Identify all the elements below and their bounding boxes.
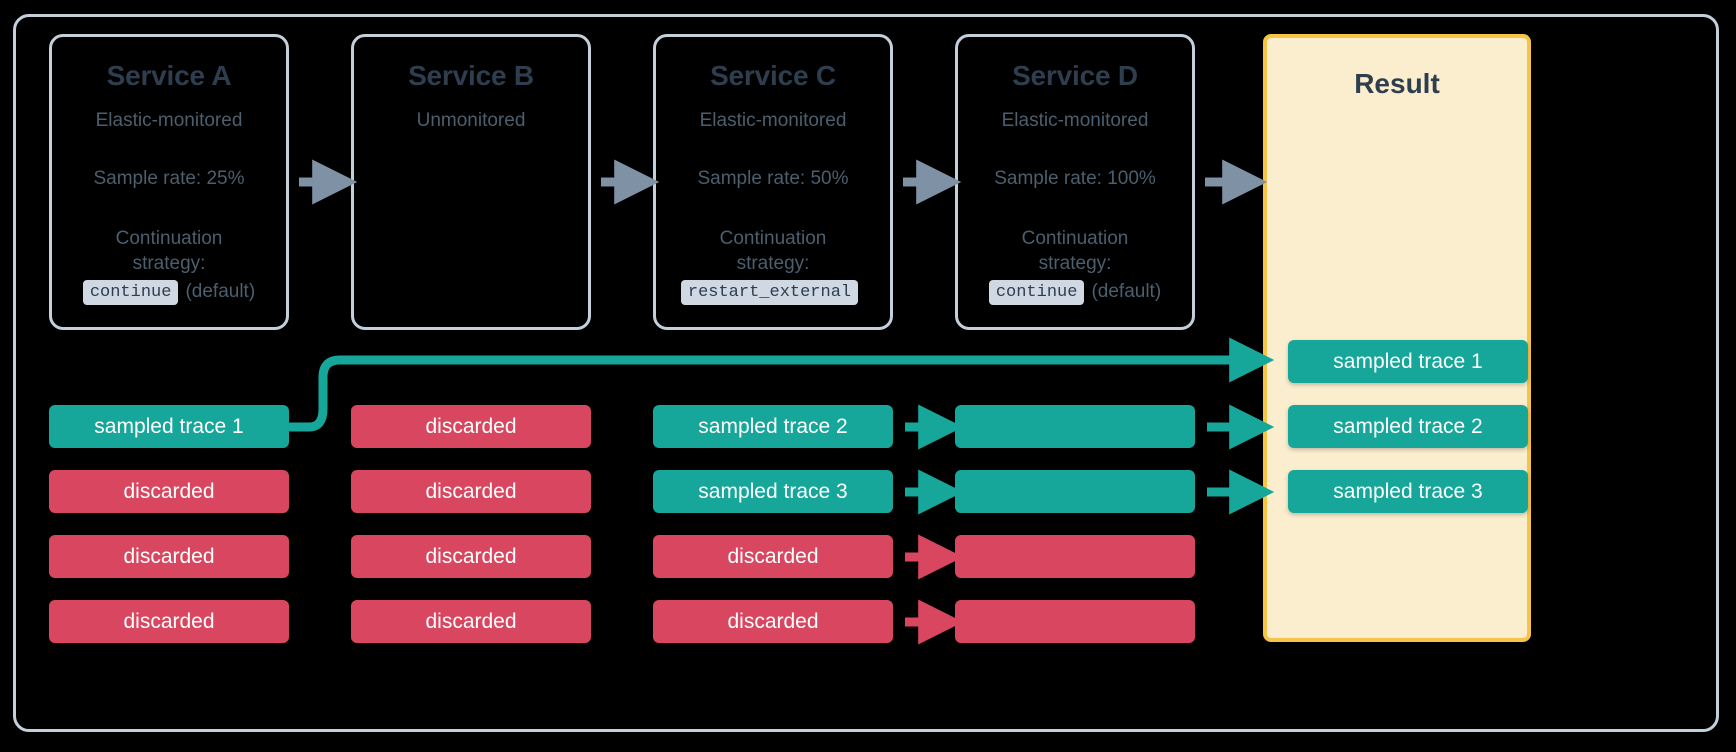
service-monitoring: Elastic-monitored — [699, 109, 847, 131]
trace-bar[interactable]: discarded — [351, 470, 591, 513]
result-trace-bar[interactable]: sampled trace 1 — [1288, 340, 1528, 383]
strategy-note: (default) — [185, 281, 256, 303]
strategy-code-chip: restart_external — [680, 279, 859, 305]
trace-bar[interactable]: discarded — [49, 535, 289, 578]
service-title: Service C — [710, 60, 836, 91]
service-title: Service A — [106, 60, 232, 91]
service-sample-rate: Sample rate: 100% — [994, 168, 1156, 190]
service-monitoring: Elastic-monitored — [95, 109, 243, 131]
diagram-outer-frame — [13, 14, 1719, 732]
service-title: Service B — [408, 60, 534, 91]
service-box-b[interactable]: Service B Unmonitored — [351, 34, 591, 330]
service-box-d[interactable]: Service D Elastic-monitored Sample rate:… — [955, 34, 1195, 330]
result-trace-bar[interactable]: sampled trace 2 — [1288, 405, 1528, 448]
service-box-c[interactable]: Service C Elastic-monitored Sample rate:… — [653, 34, 893, 330]
trace-bar[interactable]: discarded — [351, 535, 591, 578]
service-monitoring: Elastic-monitored — [1001, 109, 1149, 131]
result-title: Result — [1354, 68, 1440, 99]
trace-bar[interactable]: discarded — [351, 600, 591, 643]
trace-bar[interactable]: sampled trace 3 — [653, 470, 893, 513]
trace-bar[interactable] — [955, 470, 1195, 513]
service-strategy-row: continue (default) — [52, 279, 286, 305]
trace-bar[interactable]: discarded — [653, 535, 893, 578]
trace-bar[interactable]: sampled trace 1 — [49, 405, 289, 448]
service-sample-rate: Sample rate: 50% — [697, 168, 849, 190]
trace-bar[interactable]: sampled trace 2 — [653, 405, 893, 448]
trace-bar[interactable] — [955, 535, 1195, 578]
strategy-note: (default) — [1091, 281, 1162, 303]
service-strategy-row: restart_external — [656, 279, 890, 305]
strategy-code-chip: continue — [988, 279, 1085, 305]
trace-bar[interactable] — [955, 600, 1195, 643]
result-panel[interactable]: Result — [1263, 34, 1531, 642]
trace-bar[interactable] — [955, 405, 1195, 448]
trace-bar[interactable]: discarded — [653, 600, 893, 643]
service-title: Service D — [1012, 60, 1138, 91]
trace-bar[interactable]: discarded — [49, 470, 289, 513]
trace-bar[interactable]: discarded — [351, 405, 591, 448]
result-trace-bar[interactable]: sampled trace 3 — [1288, 470, 1528, 513]
service-strategy-row: continue (default) — [958, 279, 1192, 305]
service-sample-rate: Sample rate: 25% — [93, 168, 245, 190]
trace-bar[interactable]: discarded — [49, 600, 289, 643]
service-monitoring: Unmonitored — [416, 109, 526, 131]
strategy-code-chip: continue — [82, 279, 179, 305]
service-box-a[interactable]: Service A Elastic-monitored Sample rate:… — [49, 34, 289, 330]
